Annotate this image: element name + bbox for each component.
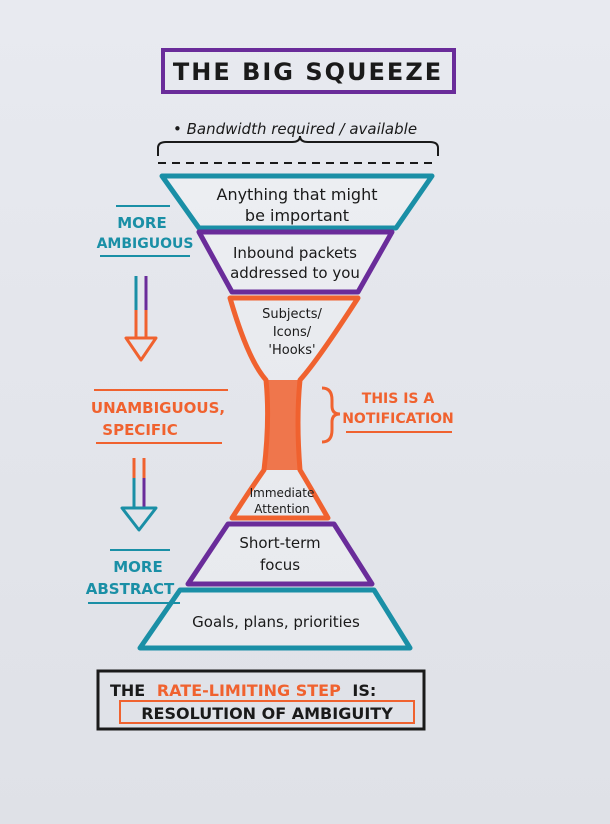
layer-5-line-1: Short-term [239,534,320,552]
label-more-ambiguous-1: MORE [117,214,166,232]
funnel-layer-6 [137,587,413,651]
notification-label: THIS IS A NOTIFICATION [321,386,454,444]
footer-is: IS: [352,681,376,700]
label-more-abstract-2: ABSTRACT [86,580,175,598]
layer-3-line-2: Icons/ [273,325,312,340]
notification-line-2: NOTIFICATION [342,411,454,427]
funnel-layer-2 [196,229,395,295]
layer-4-line-1: Immediate [250,486,315,500]
label-unambiguous-1: UNAMBIGUOUS, [91,399,225,417]
footer-line-2: RESOLUTION OF AMBIGUITY [141,704,393,723]
footer-line-1: THE RATE-LIMITING STEP IS: [110,681,376,700]
arrow-down-1 [124,276,158,362]
page-title: THE BIG SQUEEZE [173,58,443,86]
label-more-ambiguous-2: AMBIGUOUS [97,236,194,252]
layer-1-line-1: Anything that might [217,185,378,204]
bandwidth-note: • Bandwidth required / available [173,120,417,138]
layer-3-line-1: Subjects/ [262,307,322,322]
funnel-layer-5 [185,521,375,587]
funnel-layer-1 [159,173,435,231]
layer-3-line-3: 'Hooks' [268,343,315,358]
arrow-down-2 [120,458,158,532]
layer-4-line-2: Attention [254,502,309,516]
notification-line-1: THIS IS A [362,391,435,407]
layer-2-line-2: addressed to you [230,264,360,282]
footer-the: THE [110,681,145,700]
funnel: Anything that might be important Inbound… [137,173,435,651]
layer-1-line-2: be important [245,206,349,225]
bandwidth-section: • Bandwidth required / available [157,120,439,164]
left-labels: MORE AMBIGUOUS UNAMBIGUOUS, SPECIFIC MOR… [86,205,228,604]
layer-2-line-1: Inbound packets [233,244,357,262]
notification-neck [264,380,300,470]
label-unambiguous-2: SPECIFIC [102,421,177,439]
notification-brace [321,386,341,444]
layer-5-line-2: focus [260,556,300,574]
bandwidth-brace [157,135,439,156]
footer-box: THE RATE-LIMITING STEP IS: RESOLUTION OF… [96,669,426,731]
title-box: THE BIG SQUEEZE [161,48,456,94]
footer-rate-limiting-step: RATE-LIMITING STEP [157,681,341,700]
label-more-abstract-1: MORE [113,558,162,576]
layer-6-line-1: Goals, plans, priorities [192,613,360,631]
